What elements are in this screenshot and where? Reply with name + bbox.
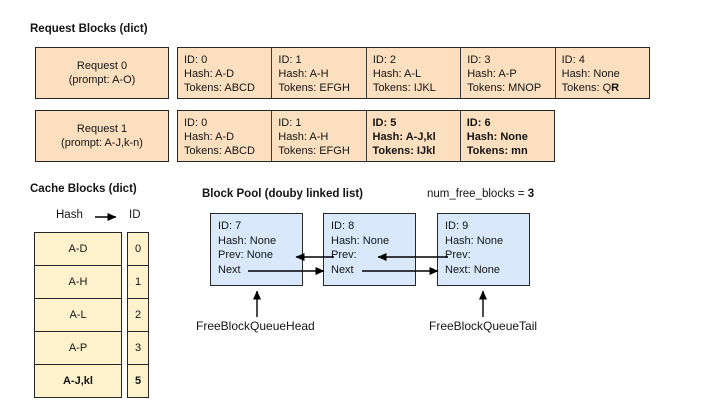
pool-block-id: ID: 8 bbox=[331, 220, 355, 232]
request-block-cell: ID: 0 Hash: A-D Tokens: ABCD bbox=[178, 48, 271, 98]
block-id: ID: 2 bbox=[372, 53, 397, 66]
num-free-blocks: num_free_blocks = 3 bbox=[427, 188, 534, 200]
block-hash: Hash: None bbox=[466, 130, 528, 143]
block-hash: Hash: None bbox=[561, 67, 620, 80]
request-blocks-title: Request Blocks (dict) bbox=[30, 23, 148, 35]
block-pool-title: Block Pool (douby linked list) bbox=[202, 188, 364, 200]
num-free-blocks-label: num_free_blocks = bbox=[427, 188, 528, 200]
cache-id-row: 2 bbox=[128, 298, 148, 331]
cache-id-row: 0 bbox=[134, 243, 142, 255]
pool-block-id: ID: 9 bbox=[445, 220, 469, 232]
block-hash: Hash: A-L bbox=[372, 67, 422, 80]
cache-id-row: 5 bbox=[128, 364, 148, 397]
request-block-cell: ID: 3 Hash: A-P Tokens: MNOP bbox=[460, 48, 554, 98]
request-block-cell: ID: 1 Hash: A-H Tokens: EFGH bbox=[271, 111, 365, 161]
block-tokens: Tokens: IJkl bbox=[373, 144, 454, 158]
num-free-blocks-value: 3 bbox=[527, 188, 535, 200]
block-hash: Hash: A-D bbox=[184, 130, 235, 143]
block-id: ID: 4 bbox=[561, 53, 585, 66]
pool-block-next: Next bbox=[218, 263, 241, 276]
block-id: ID: 6 bbox=[466, 116, 491, 129]
pool-block-next: Next bbox=[331, 263, 354, 276]
cache-hash-header: Hash bbox=[56, 209, 83, 221]
block-tokens: Tokens: mn bbox=[467, 144, 548, 158]
block-tokens: Tokens: ABCD bbox=[184, 81, 265, 95]
cache-blocks-title: Cache Blocks (dict) bbox=[30, 183, 137, 195]
tokens-text: Tokens: MNOP bbox=[467, 81, 542, 94]
free-block-queue-head-label: FreeBlockQueueHead bbox=[196, 319, 315, 333]
cache-hash-row: A-J,kl bbox=[35, 364, 121, 397]
request-1-box: Request 1 (prompt: A-J,k-n) bbox=[35, 110, 169, 162]
cache-id-row: 1 bbox=[128, 265, 148, 298]
block-tokens: Tokens: QR bbox=[562, 81, 643, 95]
cache-hash-row: A-L bbox=[35, 298, 121, 331]
block-hash: Hash: A-H bbox=[278, 130, 329, 143]
block-hash: Hash: A-P bbox=[467, 67, 517, 80]
block-id: ID: 3 bbox=[467, 53, 491, 66]
block-hash: Hash: A-H bbox=[278, 67, 329, 80]
pool-block-prev: Prev: bbox=[445, 249, 471, 262]
request-block-cell: ID: 2 Hash: A-L Tokens: IJKL bbox=[365, 48, 460, 98]
cache-hash-row: A-D bbox=[68, 243, 88, 255]
request-block-cell: ID: 4 Hash: None Tokens: QR bbox=[554, 48, 649, 98]
cache-id-column: 0 1 2 3 5 bbox=[127, 232, 149, 398]
request-0-prompt: (prompt: A-O) bbox=[68, 74, 136, 86]
request-0-block-strip: ID: 0 Hash: A-D Tokens: ABCD ID: 1 Hash:… bbox=[177, 47, 650, 99]
pool-block-prev: Prev: bbox=[331, 249, 357, 262]
tokens-text: Tokens: Q bbox=[561, 81, 612, 94]
block-tokens: Tokens: EFGH bbox=[278, 81, 359, 95]
block-id: ID: 5 bbox=[372, 116, 397, 129]
tokens-text: Tokens: EFGH bbox=[278, 81, 350, 94]
request-1-name: Request 1 bbox=[76, 123, 128, 135]
pool-block-7: ID: 7 Hash: None Prev: None Next bbox=[210, 213, 303, 286]
block-tokens: Tokens: EFGH bbox=[278, 144, 359, 158]
request-0-name: Request 0 bbox=[76, 60, 128, 72]
pool-block-hash: Hash: None bbox=[445, 234, 504, 247]
tokens-text: Tokens: IJkl bbox=[372, 144, 436, 157]
pool-block-next: Next: None bbox=[445, 263, 501, 276]
request-1-block-strip: ID: 0 Hash: A-D Tokens: ABCD ID: 1 Hash:… bbox=[177, 110, 555, 162]
pool-block-prev: Prev: None bbox=[218, 249, 274, 262]
block-tokens: Tokens: MNOP bbox=[467, 81, 548, 95]
block-hash: Hash: A-D bbox=[184, 67, 235, 80]
tokens-text: Tokens: ABCD bbox=[184, 144, 255, 157]
pool-block-8: ID: 8 Hash: None Prev: Next bbox=[323, 213, 416, 286]
request-block-cell: ID: 6 Hash: None Tokens: mn bbox=[459, 111, 554, 161]
block-id: ID: 0 bbox=[184, 53, 208, 66]
pool-block-hash: Hash: None bbox=[218, 234, 277, 247]
tokens-text: Tokens: mn bbox=[466, 144, 528, 157]
cache-id-row: 3 bbox=[128, 331, 148, 364]
block-tokens: Tokens: ABCD bbox=[184, 144, 265, 158]
pool-block-hash: Hash: None bbox=[331, 234, 390, 247]
cache-hash-row: A-P bbox=[35, 331, 121, 364]
pool-block-9: ID: 9 Hash: None Prev: Next: None bbox=[437, 213, 530, 286]
request-0-box: Request 0 (prompt: A-O) bbox=[35, 47, 169, 99]
tokens-text: Tokens: ABCD bbox=[184, 81, 255, 94]
block-id: ID: 1 bbox=[278, 116, 302, 129]
request-block-cell: ID: 1 Hash: A-H Tokens: EFGH bbox=[271, 48, 365, 98]
cache-id-header: ID bbox=[129, 209, 141, 221]
request-1-prompt: (prompt: A-J,k-n) bbox=[61, 137, 143, 149]
block-tokens: Tokens: IJKL bbox=[373, 81, 454, 95]
tokens-text: Tokens: EFGH bbox=[278, 144, 350, 157]
block-id: ID: 1 bbox=[278, 53, 302, 66]
pool-block-id: ID: 7 bbox=[218, 220, 242, 232]
block-id: ID: 0 bbox=[184, 116, 208, 129]
free-block-queue-tail-label: FreeBlockQueueTail bbox=[429, 319, 538, 333]
tokens-bold-text: R bbox=[611, 81, 620, 94]
block-hash: Hash: A-J,kl bbox=[372, 130, 436, 143]
request-block-cell: ID: 0 Hash: A-D Tokens: ABCD bbox=[178, 111, 271, 161]
cache-hash-column: A-D A-H A-L A-P A-J,kl bbox=[34, 232, 122, 398]
cache-hash-row: A-H bbox=[35, 265, 121, 298]
tokens-text: Tokens: IJKL bbox=[372, 81, 436, 94]
request-block-cell: ID: 5 Hash: A-J,kl Tokens: IJkl bbox=[365, 111, 460, 161]
